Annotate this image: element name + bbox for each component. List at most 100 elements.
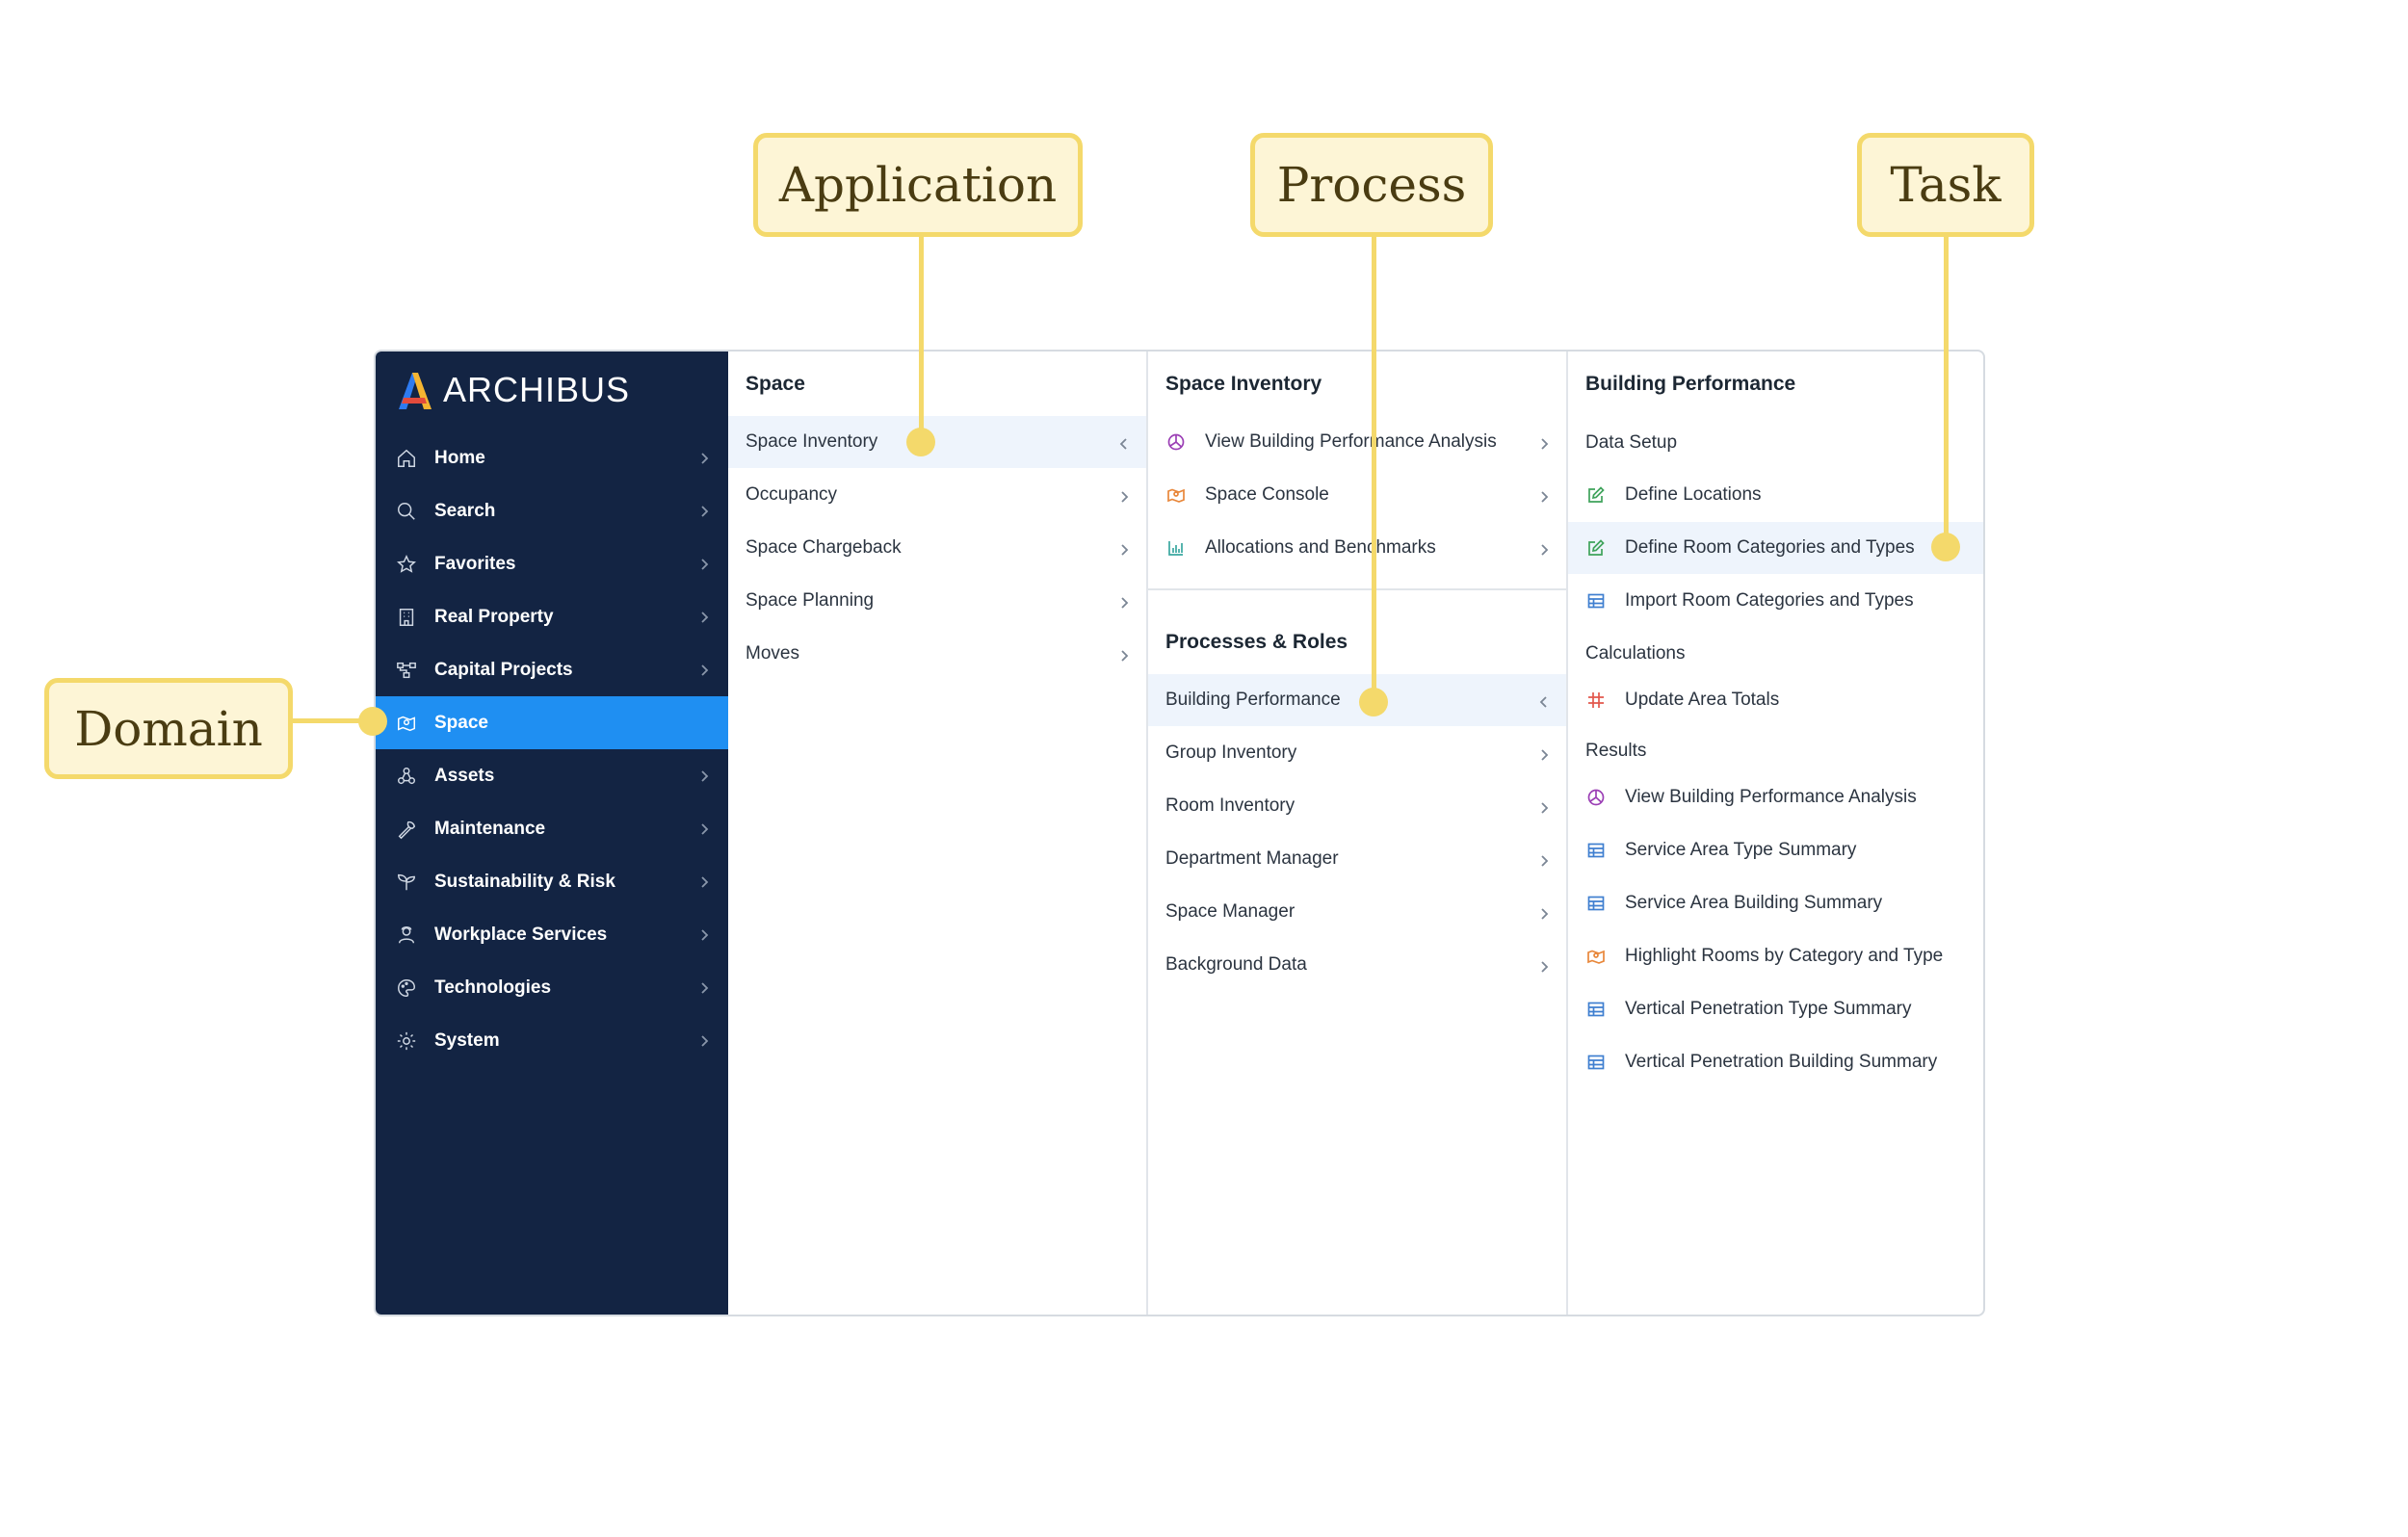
domain-marker: [358, 707, 387, 736]
process-item-room-inventory[interactable]: Room Inventory: [1148, 780, 1566, 832]
sidebar-item-label: Real Property: [434, 606, 554, 627]
process-link-allocations-and-benchmarks[interactable]: Allocations and Benchmarks: [1148, 522, 1566, 574]
domain-nav: Home Search Favorites Real Property: [376, 431, 728, 1067]
process-item-label: Building Performance: [1165, 690, 1341, 710]
section-results: Results: [1585, 741, 1647, 761]
process-item-space-manager[interactable]: Space Manager: [1148, 886, 1566, 938]
chevron-right-icon: [1537, 852, 1551, 867]
process-link-view-building-performance-analysis[interactable]: View Building Performance Analysis: [1148, 416, 1566, 468]
domain-connector: [292, 718, 371, 723]
chevron-right-icon: [697, 822, 711, 836]
table-icon: [1585, 1052, 1607, 1073]
sidebar-item-label: Capital Projects: [434, 659, 573, 680]
network-icon: [395, 659, 418, 682]
task-define-room-categories-and-types[interactable]: Define Room Categories and Types: [1568, 522, 1983, 574]
bar-chart-icon: [1165, 537, 1187, 559]
task-import-room-categories-and-types[interactable]: Import Room Categories and Types: [1568, 575, 1983, 627]
chevron-right-icon: [697, 664, 711, 677]
task-define-locations[interactable]: Define Locations: [1568, 469, 1983, 521]
task-label: Import Room Categories and Types: [1625, 590, 1914, 611]
app-item-moves[interactable]: Moves: [728, 628, 1146, 680]
task-label: Vertical Penetration Type Summary: [1625, 999, 1912, 1019]
star-icon: [395, 553, 418, 576]
pie-chart-icon: [1585, 787, 1607, 808]
archibus-logo[interactable]: ARCHIBUS: [395, 367, 630, 413]
chevron-right-icon: [1537, 541, 1551, 556]
chevron-right-icon: [1537, 746, 1551, 761]
sprout-icon: [395, 871, 418, 894]
process-item-building-performance[interactable]: Building Performance: [1148, 674, 1566, 726]
sidebar-item-label: Technologies: [434, 977, 552, 998]
process-item-group-inventory[interactable]: Group Inventory: [1148, 727, 1566, 779]
sidebar-item-system[interactable]: System: [376, 1014, 728, 1067]
archibus-logo-icon: [399, 373, 432, 409]
pie-chart-icon: [1165, 431, 1187, 453]
callout-task: Task: [1857, 133, 2034, 237]
chevron-left-icon: [1537, 693, 1551, 708]
sidebar-item-technologies[interactable]: Technologies: [376, 961, 728, 1014]
home-icon: [395, 447, 418, 470]
task-marker: [1931, 533, 1960, 561]
app-item-space-planning[interactable]: Space Planning: [728, 575, 1146, 627]
process-column: Space Inventory View Building Performanc…: [1148, 352, 1568, 1315]
edit-icon: [1585, 484, 1607, 506]
app-item-space-chargeback[interactable]: Space Chargeback: [728, 522, 1146, 574]
sidebar-item-favorites[interactable]: Favorites: [376, 537, 728, 590]
task-label: Define Room Categories and Types: [1625, 537, 1915, 558]
chevron-right-icon: [697, 452, 711, 465]
sidebar-item-label: Maintenance: [434, 818, 546, 839]
sidebar-item-assets[interactable]: Assets: [376, 749, 728, 802]
app-item-label: Space Chargeback: [746, 537, 902, 558]
task-label: Define Locations: [1625, 484, 1762, 505]
task-service-area-building-summary[interactable]: Service Area Building Summary: [1568, 877, 1983, 929]
task-label: Service Area Type Summary: [1625, 840, 1857, 860]
sidebar-item-label: Favorites: [434, 553, 516, 574]
task-label: Update Area Totals: [1625, 690, 1780, 710]
task-vertical-penetration-building-summary[interactable]: Vertical Penetration Building Summary: [1568, 1036, 1983, 1088]
process-item-label: Department Manager: [1165, 848, 1339, 869]
task-column-title: Building Performance: [1585, 373, 1796, 395]
task-highlight-rooms-by-category-and-type[interactable]: Highlight Rooms by Category and Type: [1568, 930, 1983, 982]
application-column: Space Space Inventory Occupancy Space Ch…: [728, 352, 1148, 1315]
map-icon: [1165, 484, 1187, 506]
application-connector: [919, 235, 924, 439]
sidebar-item-label: Search: [434, 500, 496, 521]
chevron-right-icon: [697, 981, 711, 995]
section-calculations: Calculations: [1585, 643, 1686, 664]
callout-process: Process: [1250, 133, 1493, 237]
task-vertical-penetration-type-summary[interactable]: Vertical Penetration Type Summary: [1568, 983, 1983, 1035]
person-icon: [395, 924, 418, 947]
sidebar-item-search[interactable]: Search: [376, 484, 728, 537]
application-marker: [906, 428, 935, 456]
task-label: Vertical Penetration Building Summary: [1625, 1052, 1938, 1072]
sidebar-item-label: System: [434, 1029, 500, 1051]
task-update-area-totals[interactable]: Update Area Totals: [1568, 674, 1983, 726]
chevron-right-icon: [697, 1034, 711, 1048]
app-item-occupancy[interactable]: Occupancy: [728, 469, 1146, 521]
sidebar-item-real-property[interactable]: Real Property: [376, 590, 728, 643]
process-item-department-manager[interactable]: Department Manager: [1148, 833, 1566, 885]
chevron-right-icon: [1537, 799, 1551, 814]
process-link-label: Space Console: [1205, 484, 1329, 505]
app-item-space-inventory[interactable]: Space Inventory: [728, 416, 1146, 468]
task-view-building-performance-analysis[interactable]: View Building Performance Analysis: [1568, 771, 1983, 823]
process-item-label: Space Manager: [1165, 901, 1296, 922]
process-link-label: View Building Performance Analysis: [1205, 431, 1497, 452]
process-item-label: Background Data: [1165, 954, 1307, 975]
sidebar-item-home[interactable]: Home: [376, 431, 728, 484]
app-window: ARCHIBUS Home Search Favorites: [374, 350, 1985, 1316]
sidebar-item-workplace-services[interactable]: Workplace Services: [376, 908, 728, 961]
table-icon: [1585, 893, 1607, 914]
process-item-background-data[interactable]: Background Data: [1148, 939, 1566, 991]
search-icon: [395, 500, 418, 523]
sidebar-item-maintenance[interactable]: Maintenance: [376, 802, 728, 855]
section-data-setup: Data Setup: [1585, 432, 1678, 453]
wrench-icon: [395, 818, 418, 841]
sidebar-item-sustainability-risk[interactable]: Sustainability & Risk: [376, 855, 728, 908]
process-link-space-console[interactable]: Space Console: [1148, 469, 1566, 521]
sidebar-item-space[interactable]: Space: [376, 696, 728, 749]
task-service-area-type-summary[interactable]: Service Area Type Summary: [1568, 824, 1983, 876]
process-divider: [1148, 588, 1566, 590]
sidebar-item-capital-projects[interactable]: Capital Projects: [376, 643, 728, 696]
processes-roles-title: Processes & Roles: [1165, 631, 1348, 653]
